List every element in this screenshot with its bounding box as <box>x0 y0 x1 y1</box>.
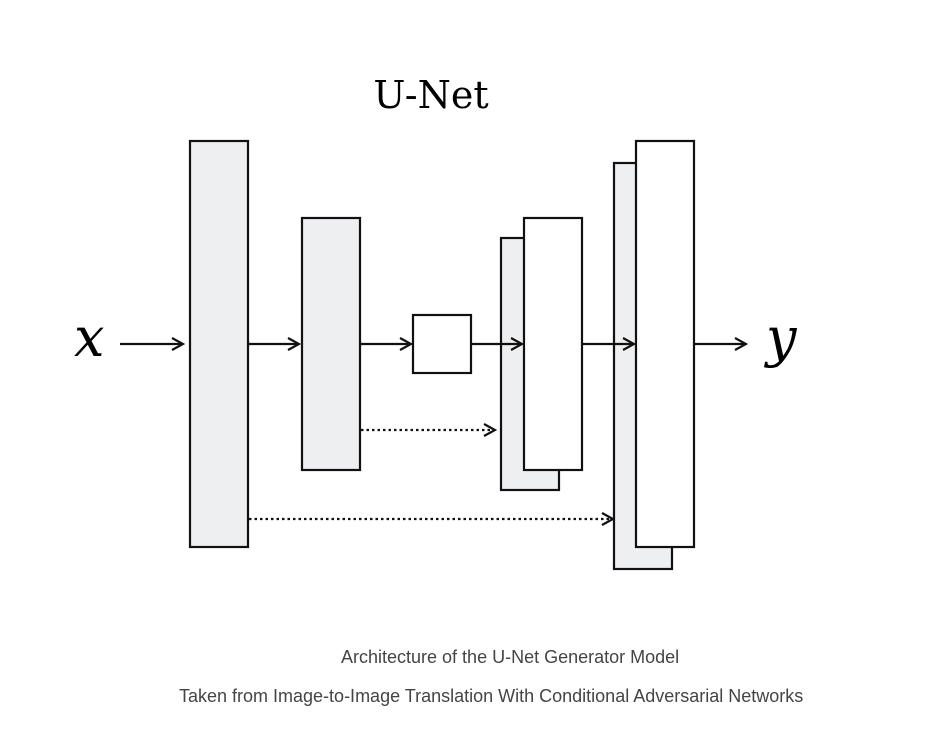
input-layer-block <box>188 139 250 549</box>
bottleneck-block <box>411 313 473 375</box>
diagram-title: U-Net <box>373 73 488 117</box>
unet-diagram: U-Net x y <box>74 73 798 571</box>
input-label-x: x <box>74 306 104 369</box>
encoder-block-2 <box>300 216 362 472</box>
decoder-block-1 <box>522 216 584 472</box>
output-label-y: y <box>764 306 798 369</box>
caption-architecture: Architecture of the U-Net Generator Mode… <box>341 647 680 667</box>
caption-source: Taken from Image-to-Image Translation Wi… <box>179 686 804 706</box>
decoder-block-2 <box>634 139 696 549</box>
